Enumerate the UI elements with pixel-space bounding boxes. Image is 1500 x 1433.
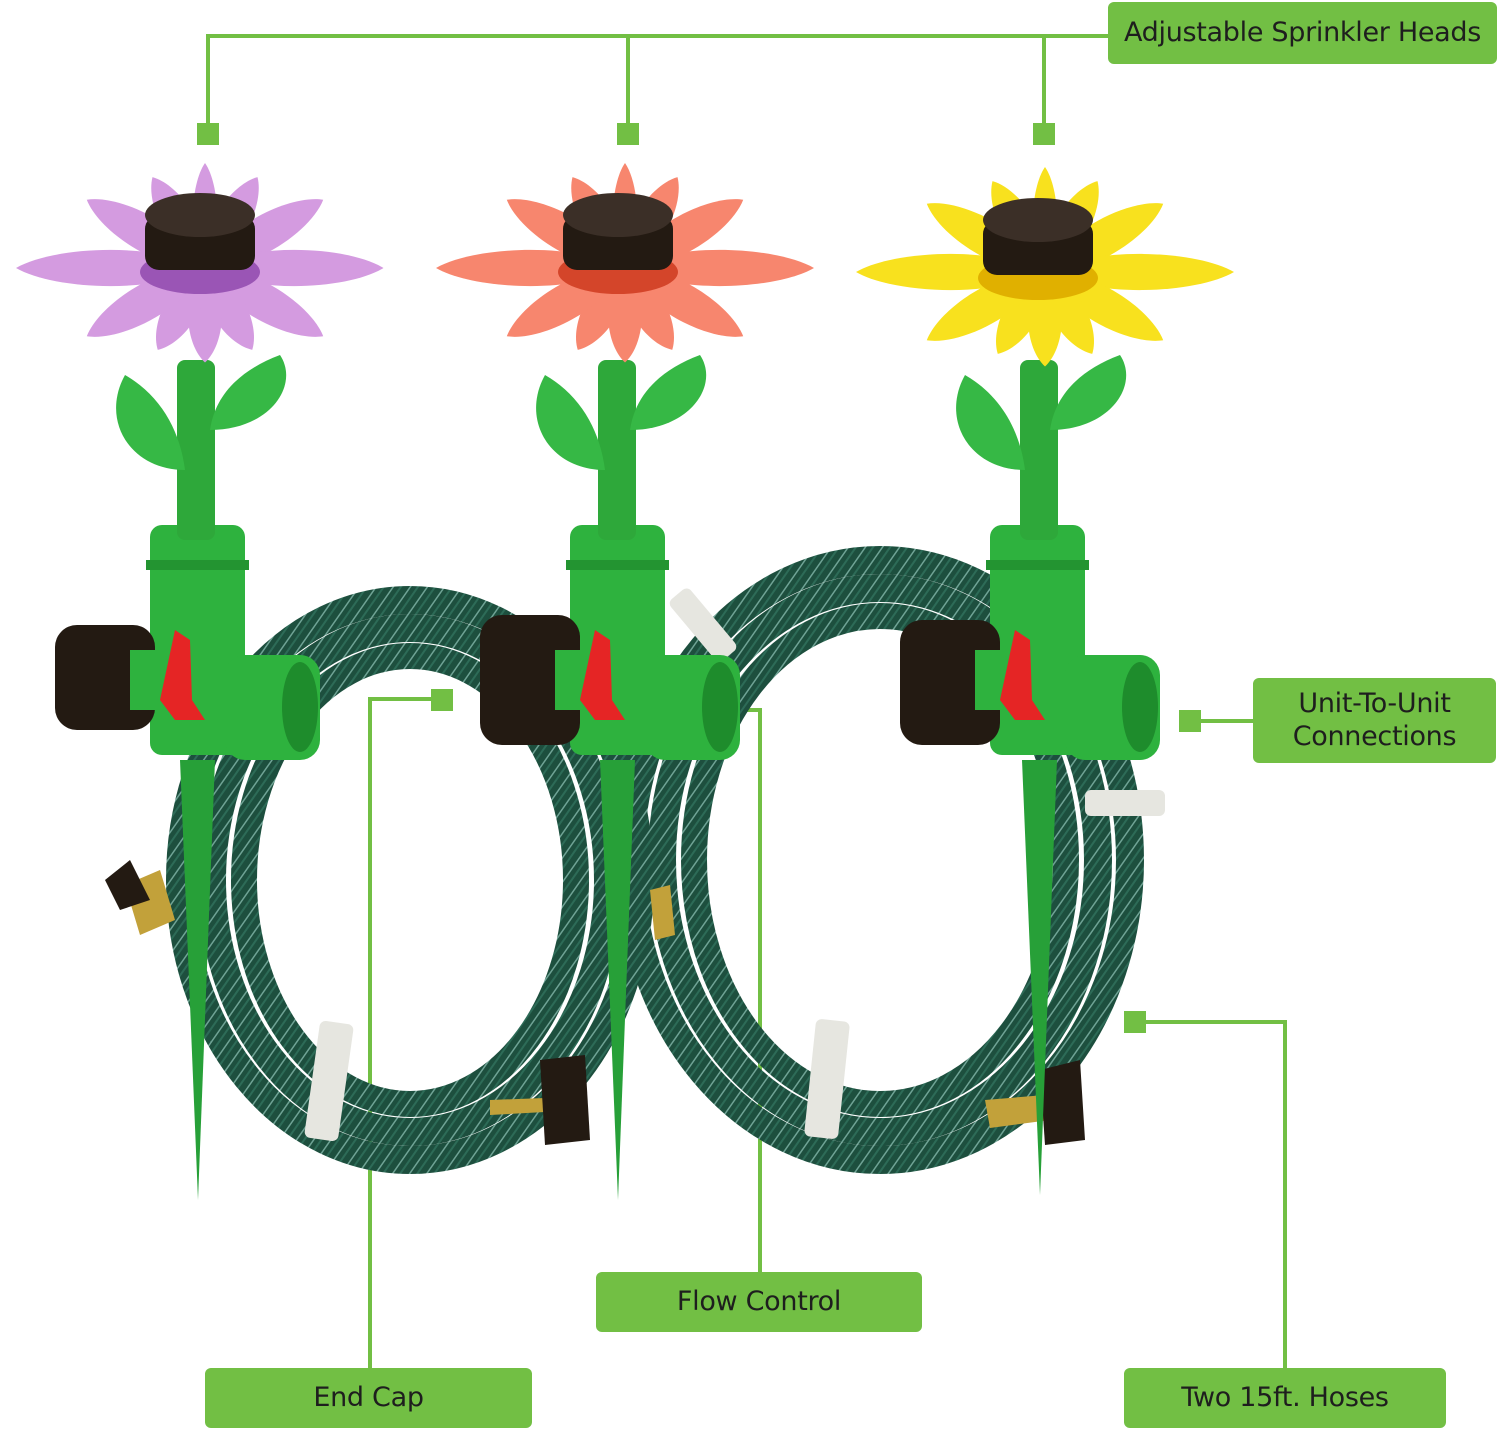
callout-flow-control-text: Flow Control [676, 1285, 842, 1317]
callout-sprinkler-heads: Adjustable Sprinkler Heads [1108, 2, 1497, 64]
callout-unit-connections-line2: Connections [1292, 720, 1457, 752]
callout-unit-connections-line1: Unit-To-Unit [1298, 688, 1451, 720]
sprinkler-coral [436, 163, 814, 1200]
callout-unit-connections: Unit-To-Unit Connections [1253, 678, 1496, 763]
callout-hoses: Two 15ft. Hoses [1124, 1368, 1446, 1428]
callout-sprinkler-heads-text: Adjustable Sprinkler Heads [1123, 16, 1482, 48]
callout-hoses-text: Two 15ft. Hoses [1181, 1381, 1389, 1413]
sprinkler-yellow [856, 167, 1234, 1195]
callout-end-cap: End Cap [205, 1368, 532, 1428]
callout-end-cap-text: End Cap [313, 1381, 424, 1413]
sprinkler-purple [16, 163, 384, 1200]
callout-flow-control: Flow Control [596, 1272, 922, 1332]
